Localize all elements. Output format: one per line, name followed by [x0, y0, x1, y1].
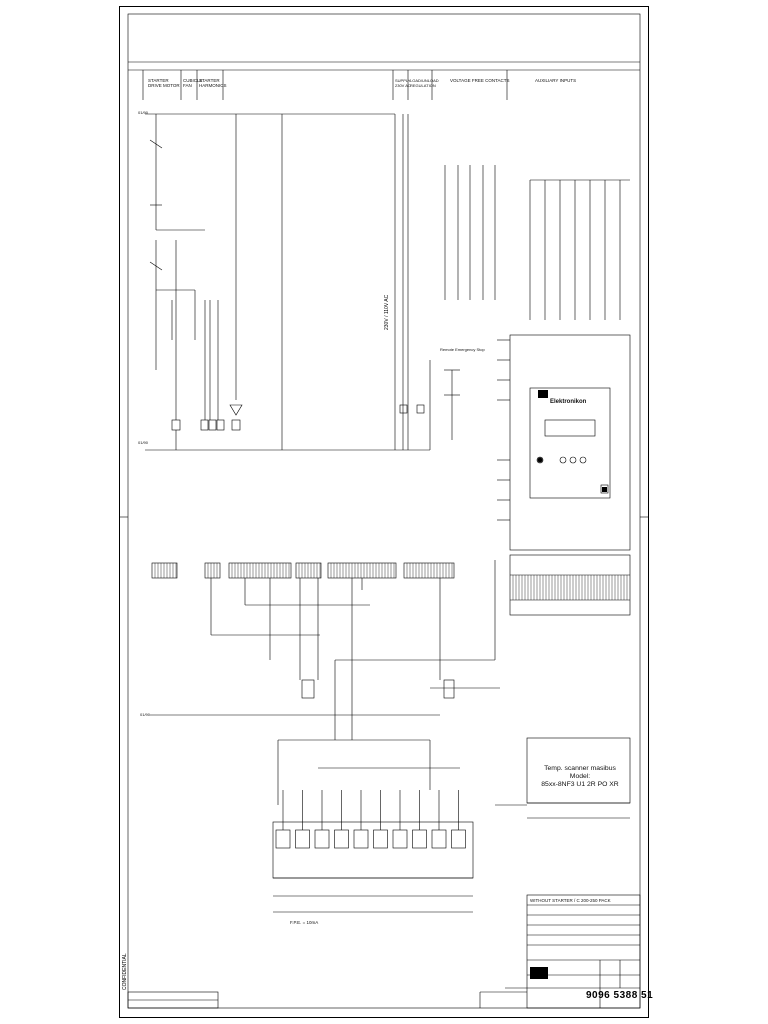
bus-label-lower: 01/90 [138, 440, 149, 445]
title-block-title: WITHOUT STARTER / C 200-250 PACK [530, 898, 611, 903]
section-supply: SUPPLY 230V AC [395, 78, 411, 88]
section-starter-drive-motor: STARTER DRIVE MOTOR [148, 78, 180, 88]
section-starter-harmonics: STARTER HARMONICS [199, 78, 227, 88]
sensor-box [295, 829, 310, 849]
section-auxiliary-inputs: AUXILIARY INPUTS [535, 78, 577, 83]
supply-voltage-label: 230V / 110V AC [384, 294, 390, 330]
temp-scanner-title: Temp. scanner masibus Model: 85xx-8NF3 U… [541, 765, 619, 788]
sensor-box [373, 829, 388, 849]
confidential-mark: CONFIDENTIAL [122, 953, 128, 990]
pressure-note: F.P.E. = 10mA [290, 920, 319, 925]
section-cubicle-fan: CUBICLE FAN [183, 78, 203, 88]
section-voltage-free-contacts: VOLTAGE FREE CONTACTS [450, 78, 510, 83]
sensor-box [451, 829, 466, 849]
controller-brand-label: Elektronikon [550, 399, 587, 405]
remote-emergency-stop-label: Remote Emergency Stop [440, 347, 485, 352]
sensor-box [314, 829, 330, 849]
drawing-number: 9096 5388 51 [586, 990, 654, 1001]
sensor-box [392, 829, 408, 849]
bus-label-bottom: 01/90 [140, 712, 151, 717]
sensor-box [353, 829, 369, 849]
sensor-box [431, 829, 447, 849]
sensor-box [334, 829, 349, 849]
bus-label: 01/90 [138, 110, 149, 115]
drawing-sheet [119, 6, 649, 1018]
sensor-box [412, 829, 427, 849]
sensor-box [275, 829, 291, 849]
section-load-unload: LOAD/UNLOAD REGULATION [410, 78, 439, 88]
